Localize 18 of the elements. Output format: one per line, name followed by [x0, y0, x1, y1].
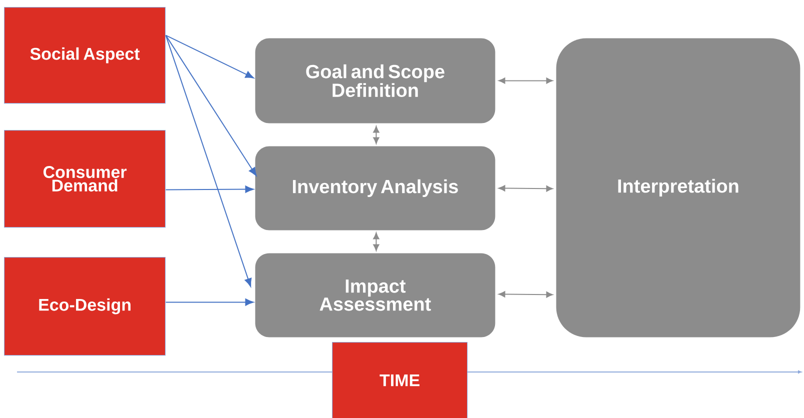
- arrow: [165, 34, 254, 78]
- arrow: [165, 34, 257, 176]
- factor-box: Consumer Demand: [4, 130, 166, 228]
- arrow: [373, 126, 380, 144]
- arrow: [165, 34, 252, 287]
- arrow: [165, 298, 254, 306]
- process-box: Interpretation: [556, 38, 800, 338]
- process-box: Goal and Scope Definition: [255, 38, 496, 124]
- arrow: [498, 291, 553, 298]
- arrow: [498, 185, 553, 192]
- arrow: [498, 78, 553, 84]
- process-box: Impact Assessment: [255, 253, 496, 338]
- factor-box: Eco-Design: [4, 257, 166, 356]
- factor-box: Social Aspect: [4, 7, 166, 104]
- factor-box: TIME: [332, 342, 468, 418]
- arrow: [165, 186, 254, 193]
- process-box: Inventory Analysis: [255, 146, 496, 230]
- arrow: [373, 232, 380, 251]
